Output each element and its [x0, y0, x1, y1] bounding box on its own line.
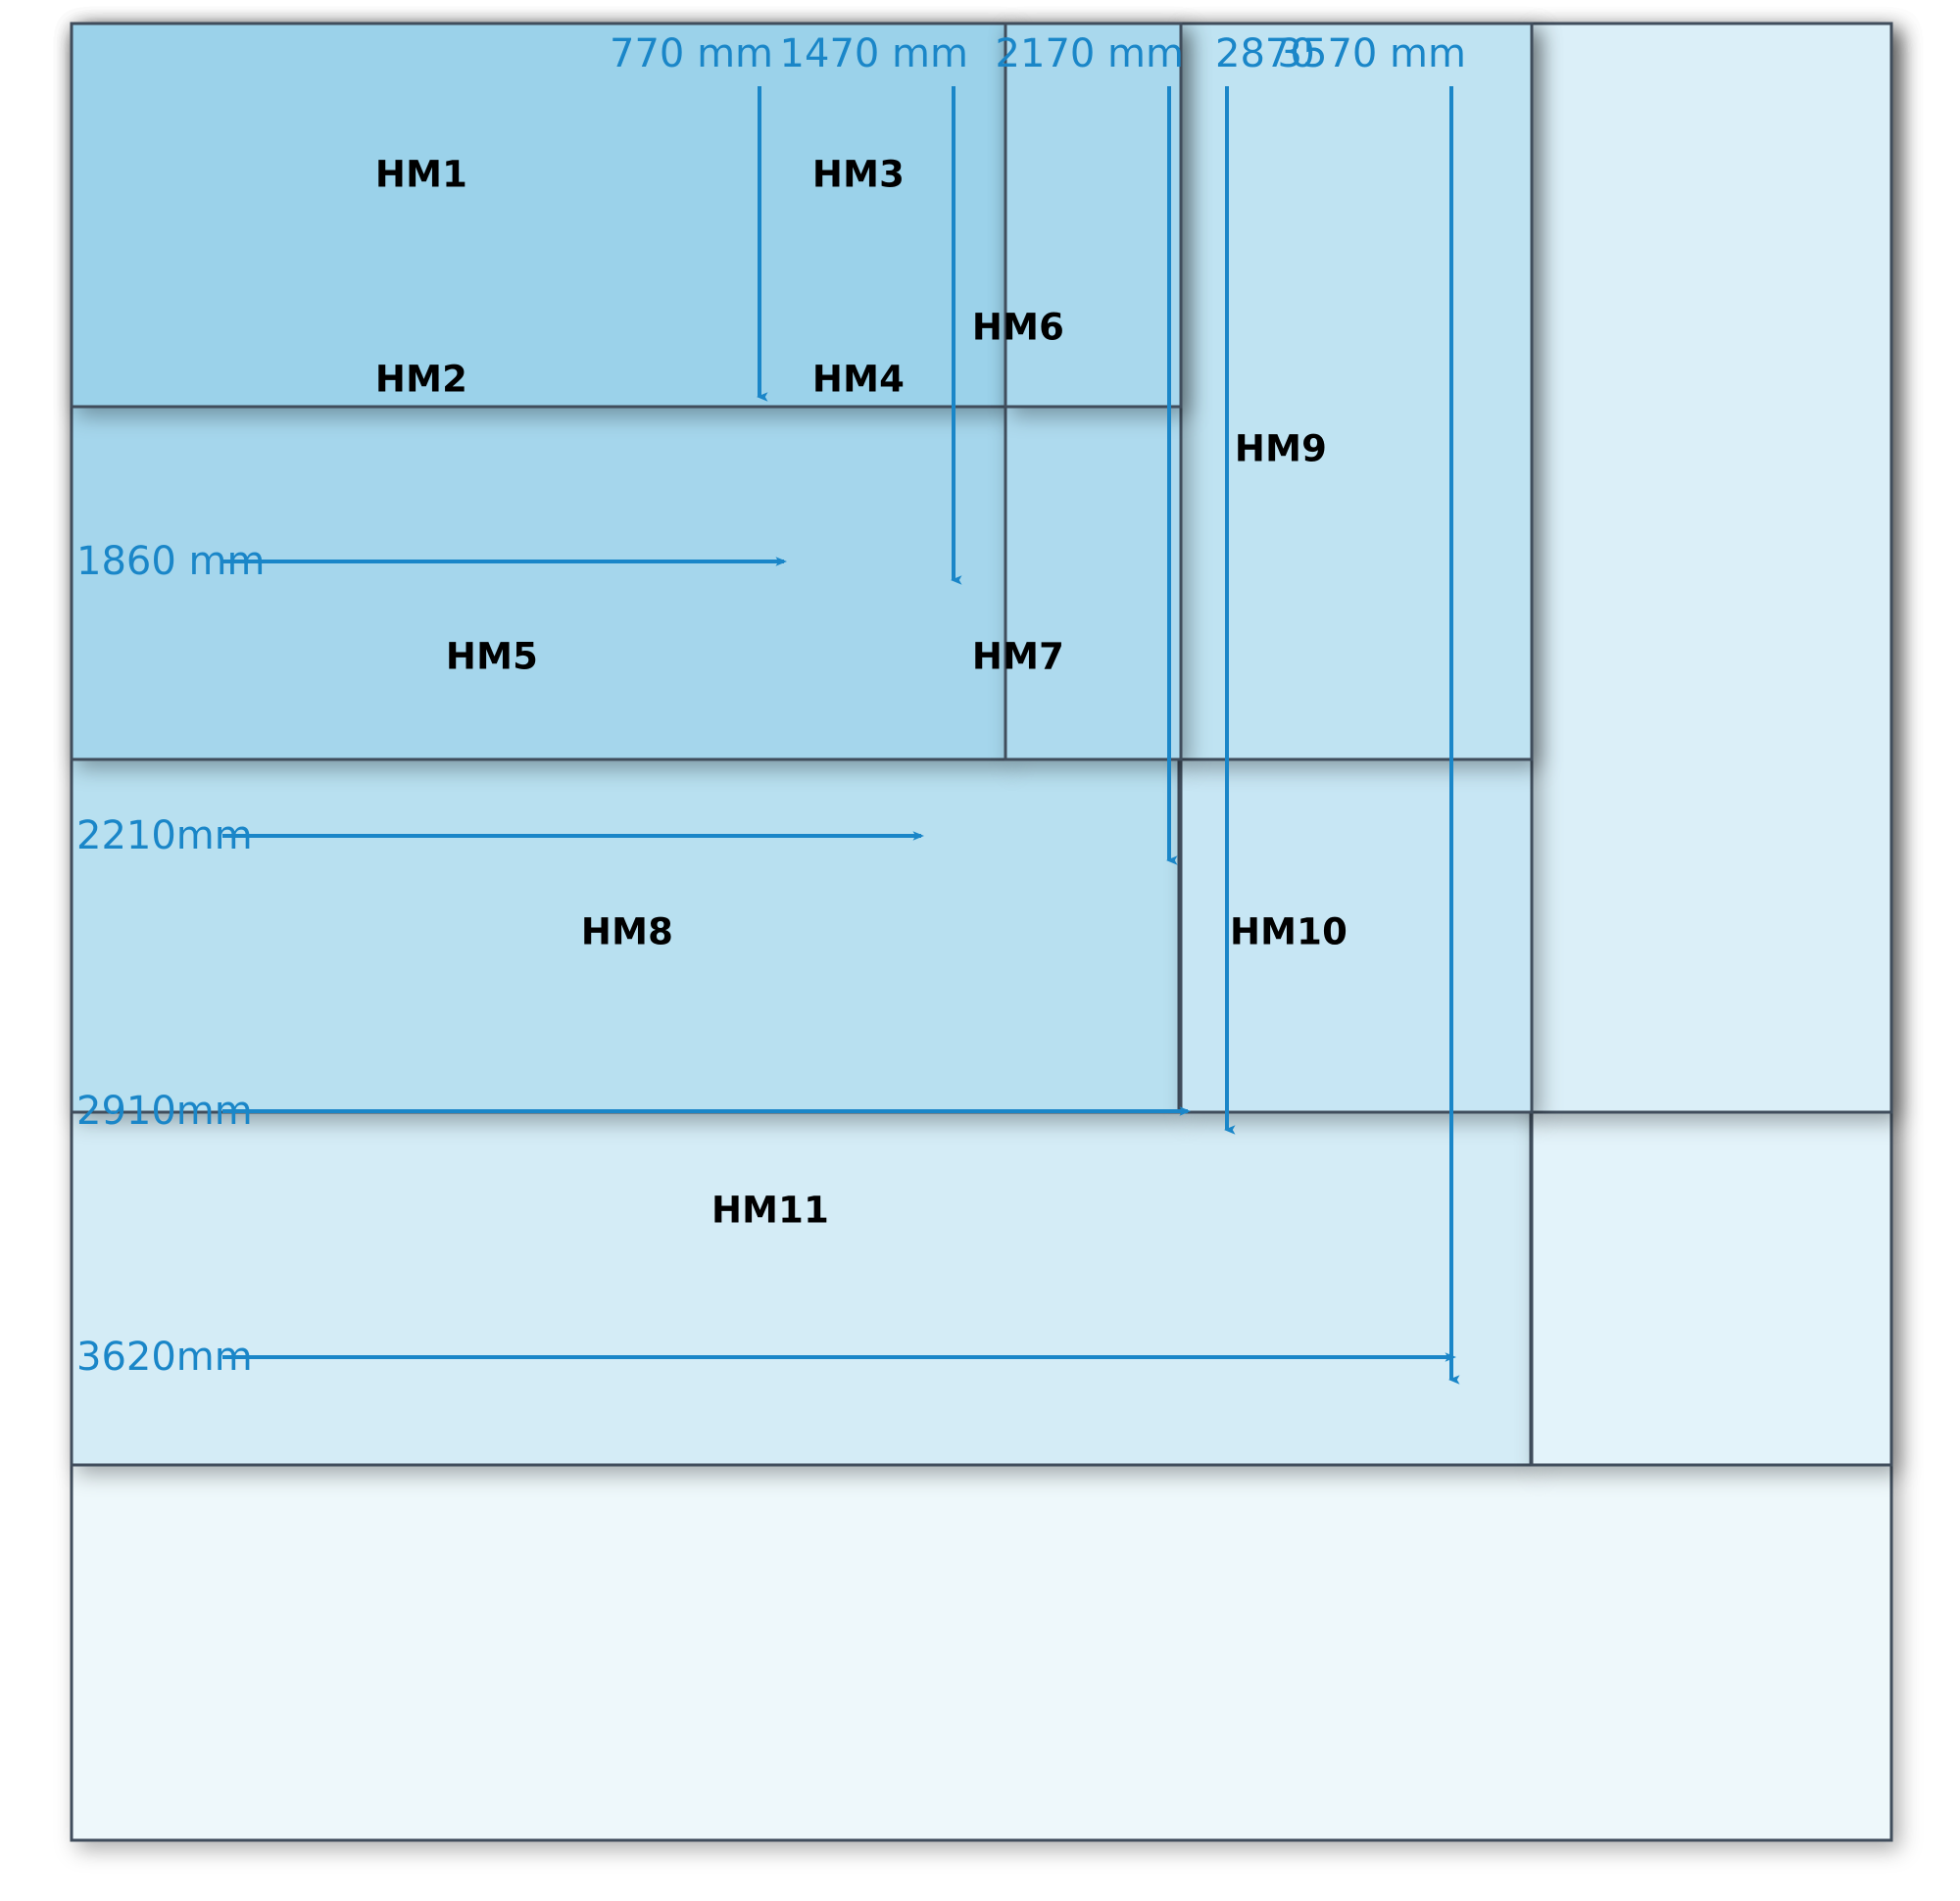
boxes-layer [70, 22, 1893, 1842]
rect-hm3 [1004, 22, 1183, 409]
rect-hm1 [70, 22, 1007, 409]
dimension-arrows-layer [222, 86, 1460, 1385]
rect-hm9 [1530, 22, 1893, 1114]
rect-hm6 [1179, 22, 1534, 761]
